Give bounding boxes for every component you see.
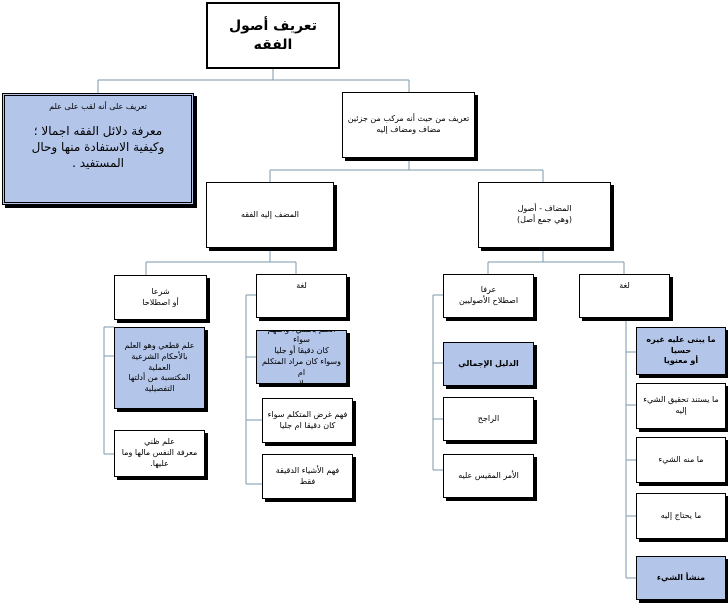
fiqh-zanni-box: علم ظني معرفة النفس مالها وما عليها. bbox=[114, 430, 205, 477]
def-title-line3: المستفيد . bbox=[72, 156, 124, 171]
usul-lugha-label: لغة bbox=[619, 281, 630, 290]
fiqh-lugha-item1-line1: العلم بالشيء والفهم سواء bbox=[268, 331, 336, 345]
fiqh-lugha-item2-line2: كان دقيقا ام جليا bbox=[279, 420, 336, 430]
mudaf-line2: (وهي جمع أصل) bbox=[517, 215, 572, 224]
usul-lugha-item2: ما يستند تحقيق الشيء إليه bbox=[643, 395, 719, 415]
def-title-line1: معرفة دلائل الفقه اجمالا ؛ bbox=[33, 123, 163, 138]
usul-lugha-item5-box: منشأ الشيء bbox=[636, 556, 726, 600]
connector-mudaf bbox=[487, 248, 625, 274]
fiqh-zanni-line2: معرفة النفس مالها وما bbox=[121, 447, 198, 457]
root-title: تعريف أصول الفقه bbox=[229, 17, 317, 53]
fiqh-qati-line4: التفصيلية bbox=[144, 384, 175, 394]
connector-urf bbox=[432, 294, 443, 471]
fiqh-qati-line1: علم قطعي وهو العلم bbox=[124, 341, 195, 350]
def-compound-line1: تعريف من حيث أنه مركب من جزئين bbox=[347, 114, 470, 124]
connector-fiqh-lugha bbox=[245, 294, 262, 485]
usul-lugha-box: لغة bbox=[579, 274, 670, 318]
fiqh-lugha-label: لغة bbox=[296, 281, 307, 290]
usul-urf-line1: عرفا bbox=[480, 285, 497, 295]
fiqh-lugha-item1-box: العلم بالشيء والفهم سواء كان دقيقا أو جل… bbox=[256, 330, 347, 384]
fiqh-lugha-item2-box: فهم غرض المتكلم سواء كان دقيقا ام جليا bbox=[262, 398, 353, 443]
connector-shar bbox=[103, 326, 114, 455]
usul-lugha-item5: منشأ الشيء bbox=[656, 572, 706, 582]
def-compound-line2: مضاف ومضاف إليه bbox=[376, 125, 441, 134]
def-title-box: تعريف على أنه لقب على علم معرفة دلائل ال… bbox=[2, 93, 194, 205]
connector-mudaf-ilayh bbox=[145, 248, 297, 275]
usul-lugha-item4-box: ما يحتاج إليه bbox=[636, 493, 726, 539]
usul-urf-item3-box: الأمر المقيس عليه bbox=[443, 454, 534, 498]
def-compound-box: تعريف من حيث أنه مركب من جزئين مضاف ومضا… bbox=[342, 92, 475, 158]
usul-lugha-item3-box: ما منه الشيء bbox=[636, 437, 726, 483]
fiqh-qati-line2: بالأحكام الشرعية العملية bbox=[131, 351, 188, 372]
fiqh-lugha-item2-line1: فهم غرض المتكلم سواء bbox=[267, 409, 348, 419]
def-title-label: تعريف على أنه لقب على علم bbox=[49, 102, 147, 111]
fiqh-shar-line2: أو اصطلاحا bbox=[142, 297, 179, 307]
fiqh-lugha-item1-line4: لا bbox=[299, 378, 304, 384]
usul-urf-item2: الراجح bbox=[477, 413, 500, 423]
mudaf-box: المضاف - أصول (وهي جمع أصل) bbox=[478, 182, 611, 248]
usul-lugha-item1-line1: ما يبنى عليه غيره حسيا bbox=[646, 334, 716, 355]
fiqh-shar-line1: شرعا bbox=[151, 286, 170, 296]
root-box: تعريف أصول الفقه bbox=[206, 2, 340, 69]
fiqh-zanni-line1: علم ظني bbox=[144, 437, 175, 446]
fiqh-lugha-box: لغة bbox=[256, 274, 347, 318]
usul-urf-box: عرفا اصطلاح الأصوليين bbox=[443, 274, 534, 318]
usul-urf-item1: الدليل الإجمالي bbox=[458, 358, 519, 368]
usul-lugha-item1-line2: أو معنويا bbox=[663, 356, 699, 366]
fiqh-lugha-item1-line2: كان دقيقا أو جليا bbox=[274, 346, 329, 356]
fiqh-qati-line3: المكتسبة من أدلتها bbox=[128, 373, 191, 383]
mudaf-ilayh-label: المضف إليه الفقه bbox=[241, 209, 299, 219]
mudaf-ilayh-box: المضف إليه الفقه bbox=[206, 182, 334, 248]
fiqh-zanni-line3: عليها. bbox=[150, 458, 169, 468]
fiqh-lugha-item3-box: فهم الأشياء الدقيقة فقط bbox=[262, 454, 353, 499]
usul-lugha-item2-box: ما يستند تحقيق الشيء إليه bbox=[636, 383, 726, 429]
usul-urf-line2: اصطلاح الأصوليين bbox=[458, 296, 519, 305]
fiqh-lugha-item3: فهم الأشياء الدقيقة فقط bbox=[275, 465, 340, 486]
connector-compound bbox=[269, 158, 544, 182]
usul-lugha-item1-box: ما يبنى عليه غيره حسيا أو معنويا bbox=[636, 327, 726, 375]
connector-usul-lugha bbox=[625, 294, 636, 579]
fiqh-lugha-item1-line3: وسواء كان مراد المتكلم ام bbox=[261, 357, 341, 377]
mudaf-line1: المضاف - أصول bbox=[517, 204, 572, 214]
fiqh-shar-box: شرعا أو اصطلاحا bbox=[114, 275, 207, 320]
usul-lugha-item3: ما منه الشيء bbox=[658, 454, 704, 464]
usul-urf-item2-box: الراجح bbox=[443, 397, 534, 441]
connector-root bbox=[97, 69, 410, 93]
usul-urf-item1-box: الدليل الإجمالي bbox=[443, 342, 534, 386]
usul-lugha-item4: ما يحتاج إليه bbox=[660, 510, 702, 520]
def-title-line2: وكيفية الاستفادة منها وحال bbox=[31, 139, 165, 154]
fiqh-qati-box: علم قطعي وهو العلم بالأحكام الشرعية العم… bbox=[114, 327, 205, 409]
usul-urf-item3: الأمر المقيس عليه bbox=[458, 470, 519, 480]
